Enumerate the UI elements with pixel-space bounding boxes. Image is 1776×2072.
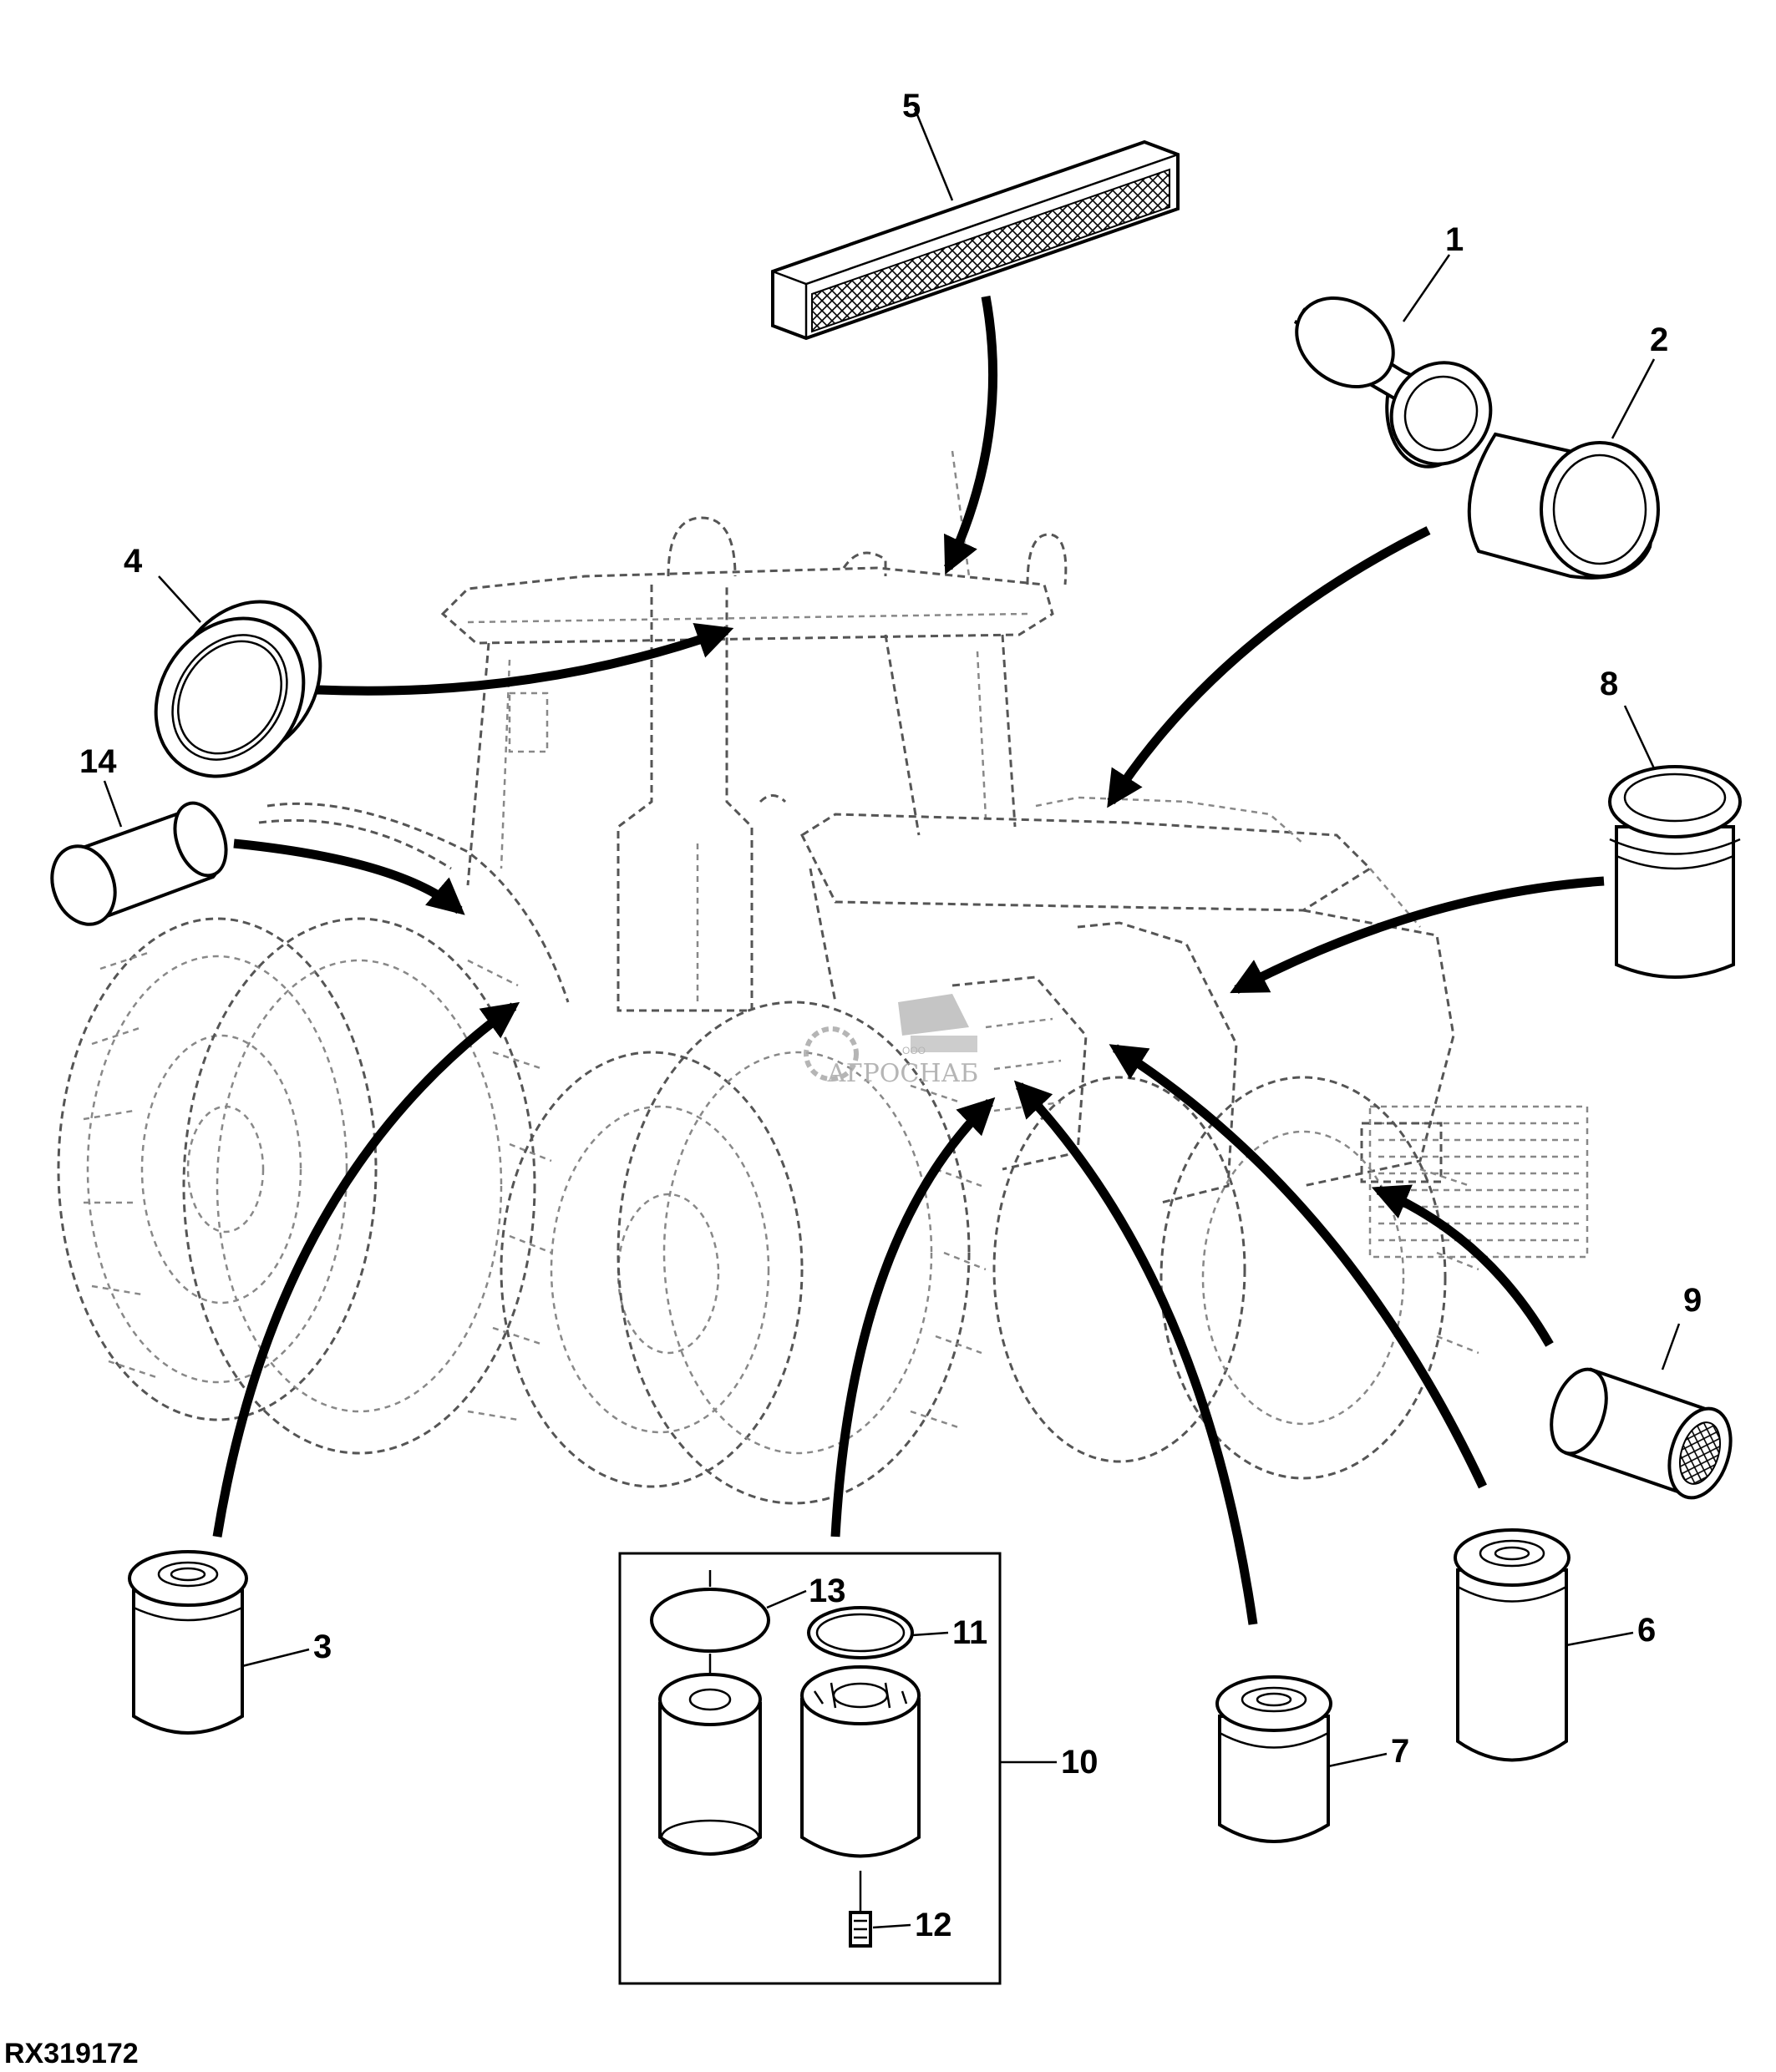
callout-8: 8 (1600, 666, 1618, 702)
callout-labels: 5 1 2 4 14 8 9 3 6 7 10 11 12 13 (79, 88, 1702, 1943)
fuel-strainer (1550, 1323, 1733, 1500)
outer-air-filter-element (1467, 358, 1660, 580)
cab-air-filter-panel (771, 108, 1180, 341)
arrows (212, 296, 1605, 1625)
watermark-company: АГРОСНАБ (827, 1059, 978, 1088)
small-cylindrical-filter (50, 780, 228, 926)
oil-filter-3 (128, 1550, 310, 1735)
callout-4: 4 (124, 543, 143, 580)
filter-7 (1215, 1675, 1388, 1843)
callout-14: 14 (79, 743, 117, 780)
inner-air-filter-element (1293, 254, 1493, 469)
callout-1: 1 (1445, 221, 1464, 258)
watermark-prefix: ООО (902, 1045, 926, 1056)
callout-10: 10 (1061, 1744, 1099, 1781)
callout-9: 9 (1683, 1282, 1702, 1319)
callout-5: 5 (902, 88, 921, 124)
figure-code: RX319172 (4, 2038, 139, 2069)
callout-3: 3 (313, 1629, 332, 1665)
callout-2: 2 (1650, 322, 1668, 358)
transmission-filter-6 (1454, 1528, 1634, 1762)
fuel-filter-kit-inset (618, 1552, 1057, 1985)
callout-6: 6 (1637, 1612, 1656, 1649)
callout-12: 12 (915, 1907, 952, 1943)
hydraulic-filter-8 (1608, 705, 1742, 979)
callout-13: 13 (809, 1573, 846, 1609)
callout-7: 7 (1391, 1733, 1409, 1770)
recirculation-filter-ring (154, 575, 322, 778)
callout-11: 11 (952, 1614, 987, 1651)
watermark: ООО АГРОСНАБ (804, 994, 978, 1088)
